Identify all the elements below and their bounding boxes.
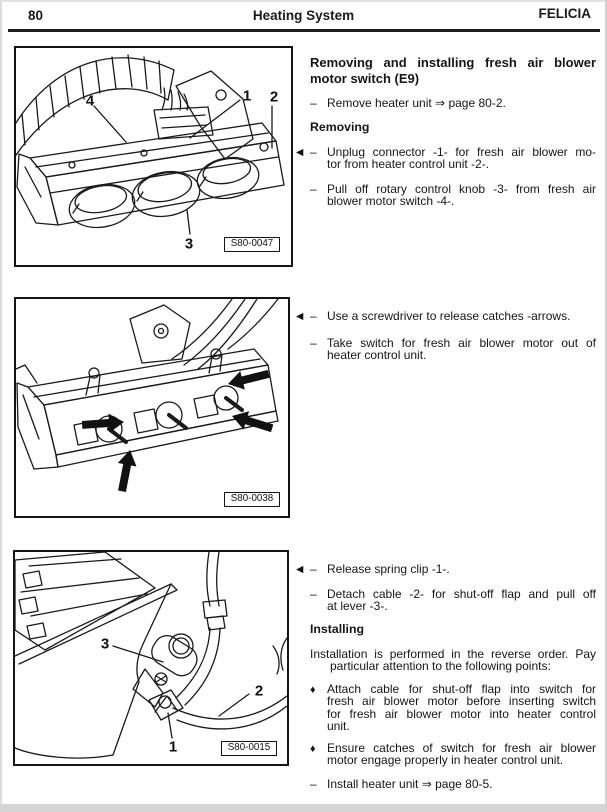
paragraph-line2: particular attention to the following po… [330, 659, 551, 674]
instruction-text-line1: Unplug connector -1- for fresh air blowe… [327, 145, 596, 159]
instruction-text-line2: tor from heater control unit -2-. [327, 157, 490, 172]
figure-code: S80-0038 [224, 492, 280, 507]
instruction-pull-knob: – Pull off rotary control knob -3- from … [310, 183, 596, 208]
dash-bullet: – [310, 145, 317, 159]
left-pointer-icon: ◀ [296, 147, 304, 158]
callout-2: 2 [269, 88, 279, 106]
section-title-line1: Removing and installing fresh air blower [310, 55, 596, 70]
note-text-line1: Ensure catches of switch for fresh air b… [327, 741, 596, 755]
instruction-detach-cable: – Detach cable -2- for shut-off flap and… [310, 588, 596, 613]
figure-code: S80-0047 [224, 237, 280, 252]
instruction-text-line2: blower motor switch -4-. [327, 194, 455, 209]
callout-4: 4 [85, 92, 95, 110]
callout-1: 1 [168, 738, 178, 756]
note-text-line2: fresh air blower motor before inserting … [327, 694, 596, 709]
page-number: 80 [28, 8, 44, 23]
instruction-text-line1: Detach cable -2- for shut-off flap and p… [327, 587, 596, 601]
header-rule [8, 29, 600, 32]
paragraph-line1: Installation is performed in the reverse… [310, 647, 596, 661]
diamond-bullet: ♦ [310, 683, 316, 696]
callout-3: 3 [100, 635, 110, 653]
instruction-text-line1: Pull off rotary control knob -3- from fr… [327, 182, 596, 196]
left-pointer-icon: ◀ [296, 311, 304, 322]
figure-release-catches: S80-0038 [14, 297, 290, 518]
diamond-bullet: ♦ [310, 742, 316, 755]
dash-bullet: – [310, 562, 317, 576]
instruction-text: Use a screwdriver to release catches -ar… [327, 309, 571, 323]
note-text-line2: motor engage properly in heater control … [327, 753, 564, 768]
figure-code: S80-0015 [221, 741, 277, 756]
section-title: Removing and installing fresh air blower… [310, 55, 596, 86]
dash-bullet: – [310, 587, 317, 601]
dash-bullet: – [310, 777, 317, 791]
instruction-install-heater-unit: – Install heater unit ⇒ page 80-5. [310, 777, 596, 791]
section-title-line2: motor switch (E9) [310, 70, 420, 86]
note-text-line3: for fresh air blower motor into heater c… [327, 706, 596, 721]
note-text-line1: Attach cable for shut-off flap into swit… [327, 682, 596, 696]
technical-drawing [15, 552, 287, 759]
instruction-use-screwdriver: ◀ – Use a screwdriver to release catches… [296, 309, 596, 323]
dash-bullet: – [310, 336, 317, 350]
instruction-text-line2: at lever -3-. [327, 599, 388, 614]
subheading-installing: Installing [310, 622, 364, 636]
instruction-text: Remove heater unit ⇒ page 80-2. [327, 96, 506, 110]
instruction-text: Install heater unit ⇒ page 80-5. [327, 777, 493, 791]
dash-bullet: – [310, 309, 317, 323]
instruction-take-switch: – Take switch for fresh air blower motor… [310, 337, 596, 362]
paragraph-reverse-order: Installation is performed in the reverse… [310, 648, 596, 673]
note-text-line4: unit. [327, 718, 350, 733]
subheading-removing: Removing [310, 120, 370, 134]
page-title: Heating System [252, 8, 355, 23]
instruction-release-spring-clip: ◀ – Release spring clip -1-. [296, 562, 596, 576]
instruction-remove-heater-unit: – Remove heater unit ⇒ page 80-2. [310, 96, 596, 110]
note-attach-cable: ♦ Attach cable for shut-off flap into sw… [310, 683, 596, 732]
figure-control-unit-overview: 4 1 2 3 S80-0047 [14, 46, 293, 267]
note-ensure-catches: ♦ Ensure catches of switch for fresh air… [310, 742, 596, 767]
instruction-text-line2: heater control unit. [327, 348, 427, 363]
technical-drawing [16, 54, 285, 235]
figure-spring-clip-cable: 3 2 1 S80-0015 [13, 550, 289, 766]
instruction-text-line1: Take switch for fresh air blower motor o… [327, 336, 596, 350]
instruction-text: Release spring clip -1-. [327, 562, 450, 576]
dash-bullet: – [310, 96, 317, 110]
callout-3: 3 [184, 235, 194, 253]
callout-1: 1 [242, 87, 252, 105]
brand-name: FELICIA [538, 6, 592, 21]
callout-2: 2 [254, 682, 264, 700]
instruction-unplug-connector: ◀ – Unplug connector -1- for fresh air b… [296, 145, 596, 172]
left-pointer-icon: ◀ [296, 564, 304, 575]
dash-bullet: – [310, 182, 317, 196]
technical-drawing [16, 299, 279, 494]
